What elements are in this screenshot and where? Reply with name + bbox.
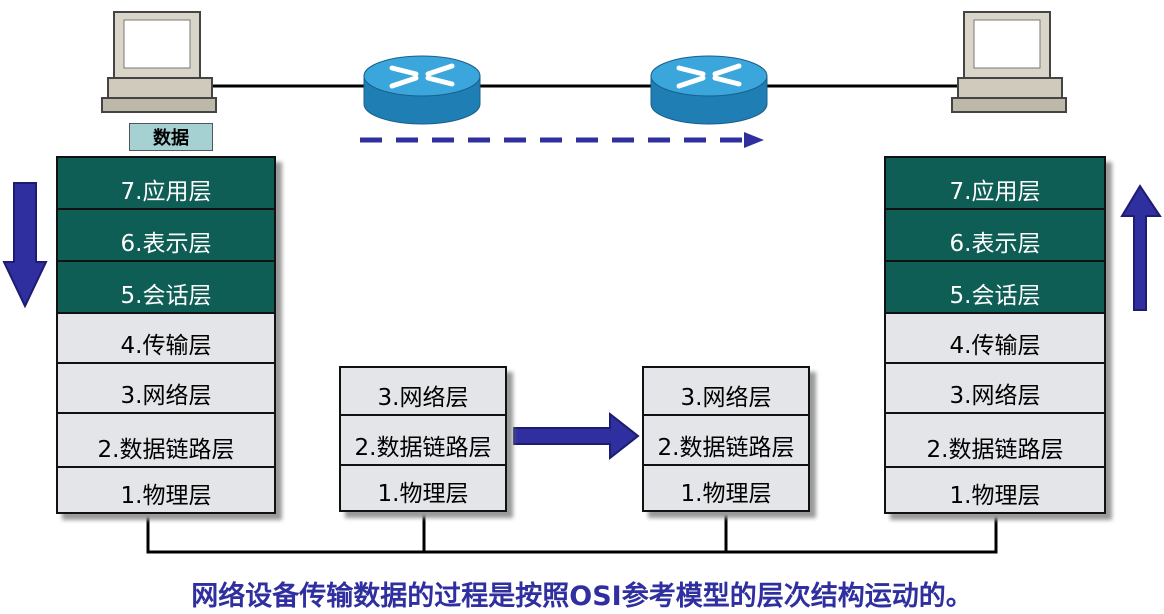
layer-data-link: 2.数据链路层	[339, 414, 507, 466]
layer-session: 5.会话层	[56, 260, 276, 314]
layer-data-link: 2.数据链路层	[884, 412, 1106, 468]
router1-osi-stack: 3.网络层 2.数据链路层 1.物理层	[339, 366, 507, 512]
layer-presentation: 6.表示层	[884, 208, 1106, 262]
left-osi-stack: 7.应用层 6.表示层 5.会话层 4.传输层 3.网络层 2.数据链路层 1.…	[56, 156, 276, 514]
pc-icon	[101, 11, 217, 113]
layer-physical: 1.物理层	[339, 464, 507, 512]
physical-link-line	[146, 514, 998, 554]
layer-session: 5.会话层	[884, 260, 1106, 314]
layer-network: 3.网络层	[884, 362, 1106, 414]
layer-transport: 4.传输层	[884, 312, 1106, 364]
layer-data-link: 2.数据链路层	[56, 412, 276, 468]
layer-application: 7.应用层	[56, 156, 276, 210]
router2-osi-stack: 3.网络层 2.数据链路层 1.物理层	[642, 366, 810, 512]
right-arrow-icon	[513, 411, 640, 461]
layer-network: 3.网络层	[642, 366, 810, 416]
layer-transport: 4.传输层	[56, 312, 276, 364]
layer-physical: 1.物理层	[884, 466, 1106, 514]
dashed-flow-arrowhead	[744, 132, 764, 148]
layer-application: 7.应用层	[884, 156, 1106, 210]
up-arrow-icon	[1120, 184, 1162, 311]
diagram-caption: 网络设备传输数据的过程是按照OSI参考模型的层次结构运动的。	[191, 581, 973, 612]
router-icon	[363, 55, 481, 125]
layer-data-link: 2.数据链路层	[642, 414, 810, 466]
layer-physical: 1.物理层	[56, 466, 276, 514]
data-tag: 数据	[129, 123, 213, 151]
router-icon	[650, 55, 768, 125]
down-arrow-icon	[2, 182, 48, 309]
layer-network: 3.网络层	[339, 366, 507, 416]
pc-icon	[951, 11, 1067, 113]
layer-presentation: 6.表示层	[56, 208, 276, 262]
layer-network: 3.网络层	[56, 362, 276, 414]
right-osi-stack: 7.应用层 6.表示层 5.会话层 4.传输层 3.网络层 2.数据链路层 1.…	[884, 156, 1106, 514]
layer-physical: 1.物理层	[642, 464, 810, 512]
